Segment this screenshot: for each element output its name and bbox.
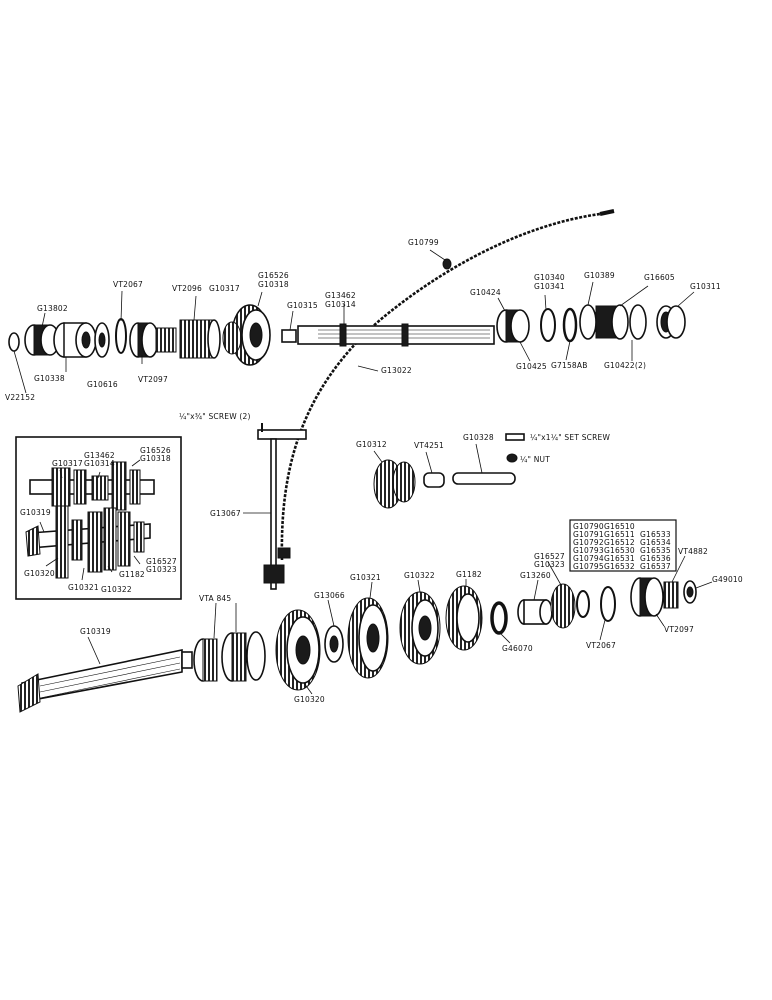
label-g10616: G10616 bbox=[87, 380, 118, 389]
label-g10318: G10318 bbox=[258, 280, 289, 289]
inset-label-g10317: G10317 bbox=[52, 459, 83, 468]
box-part: G16532 bbox=[604, 562, 635, 571]
box-part: G16536 bbox=[640, 554, 671, 563]
label-g16605: G16605 bbox=[644, 273, 675, 282]
box-part: G10795 bbox=[573, 562, 604, 571]
inset-label-g10320: G10320 bbox=[24, 569, 55, 578]
label-g10311: G10311 bbox=[690, 282, 721, 291]
label-g13022: G13022 bbox=[381, 366, 412, 375]
label-g10328: G10328 bbox=[463, 433, 494, 442]
label-g10312: G10312 bbox=[356, 440, 387, 449]
upper-shaft-assembly bbox=[8, 258, 686, 394]
part-number-box bbox=[569, 519, 677, 572]
box-part: G16510 bbox=[604, 522, 635, 531]
label-g13802: G13802 bbox=[37, 304, 68, 313]
label-g1182-main: G1182 bbox=[456, 570, 482, 579]
label-vt2097-low: VT2097 bbox=[664, 625, 694, 634]
box-part: G16533 bbox=[640, 530, 671, 539]
box-part: G16537 bbox=[640, 562, 671, 571]
inset-label-g10323: G10323 bbox=[146, 565, 177, 574]
speedometer-cable-g13022 bbox=[280, 209, 615, 561]
box-part: G10792 bbox=[573, 538, 604, 547]
label-g10317: G10317 bbox=[209, 284, 240, 293]
label-g10314: G10314 bbox=[325, 300, 356, 309]
lower-shaft-assembly bbox=[17, 577, 697, 713]
label-g13066: G13066 bbox=[314, 591, 345, 600]
label-g49010: G49010 bbox=[712, 575, 743, 584]
box-part: G16530 bbox=[604, 546, 635, 555]
box-part: G10793 bbox=[573, 546, 604, 555]
label-vt2067-low: VT2067 bbox=[586, 641, 616, 650]
inset-labels: G13462 G10314 G10317 G16526 G10318 G1031… bbox=[20, 446, 177, 594]
label-g10315: G10315 bbox=[287, 301, 318, 310]
label-vt4251: VT4251 bbox=[414, 441, 444, 450]
box-part: G10794 bbox=[573, 554, 604, 563]
label-vt2097-top: VT2097 bbox=[138, 375, 168, 384]
label-g10321-main: G10321 bbox=[350, 573, 381, 582]
part-labels: V22152 G13802 G10338 VT2067 G10616 VT209… bbox=[5, 238, 743, 704]
label-g10422: G10422(2) bbox=[604, 361, 646, 370]
label-vt4882: VT4882 bbox=[678, 547, 708, 556]
inset-assembled-view bbox=[15, 436, 182, 600]
label-g10341: G10341 bbox=[534, 282, 565, 291]
label-vta845: VTA 845 bbox=[199, 594, 231, 603]
label-g16526: G16526 bbox=[258, 271, 289, 280]
part-number-box-text: G10790 G16510 G10791 G16511 G16533 G1079… bbox=[573, 522, 671, 571]
inset-label-g13462: G13462 bbox=[84, 451, 115, 460]
label-g13260: G13260 bbox=[520, 571, 551, 580]
label-g10340: G10340 bbox=[534, 273, 565, 282]
label-set-screw: ¼"x1¼" SET SCREW bbox=[530, 433, 610, 442]
box-part: G10791 bbox=[573, 530, 604, 539]
counter-gear-group bbox=[373, 433, 525, 509]
label-g16527: G16527 bbox=[534, 552, 565, 561]
label-screw: ¼"x¾" SCREW (2) bbox=[179, 412, 251, 421]
label-vt2096: VT2096 bbox=[172, 284, 202, 293]
box-part: G16511 bbox=[604, 530, 635, 539]
inset-label-g10314: G10314 bbox=[84, 459, 115, 468]
label-nut: ¼" NUT bbox=[520, 455, 550, 464]
inset-label-g10321: G10321 bbox=[68, 583, 99, 592]
label-g10338: G10338 bbox=[34, 374, 65, 383]
inset-label-g16527: G16527 bbox=[146, 557, 177, 566]
bracket-g13067 bbox=[243, 423, 307, 590]
inset-label-g10319: G10319 bbox=[20, 508, 51, 517]
label-vt2067-top: VT2067 bbox=[113, 280, 143, 289]
label-g46070: G46070 bbox=[502, 644, 533, 653]
inset-label-g1182: G1182 bbox=[119, 570, 145, 579]
label-g10799: G10799 bbox=[408, 238, 439, 247]
box-part: G16531 bbox=[604, 554, 635, 563]
label-g10323: G10323 bbox=[534, 560, 565, 569]
label-g10320-main: G10320 bbox=[294, 695, 325, 704]
box-part: G16512 bbox=[604, 538, 635, 547]
label-v22152: V22152 bbox=[5, 393, 35, 402]
label-g7158ab: G7158AB bbox=[551, 361, 588, 370]
box-part: G16534 bbox=[640, 538, 671, 547]
label-g10322-main: G10322 bbox=[404, 571, 435, 580]
label-g10319-main: G10319 bbox=[80, 627, 111, 636]
label-g10425: G10425 bbox=[516, 362, 547, 371]
label-g13067: G13067 bbox=[210, 509, 241, 518]
inset-label-g16526: G16526 bbox=[140, 446, 171, 455]
box-part: G10790 bbox=[573, 522, 604, 531]
label-g13462: G13462 bbox=[325, 291, 356, 300]
box-part: G16535 bbox=[640, 546, 671, 555]
inset-label-g10318: G10318 bbox=[140, 454, 171, 463]
inset-label-g10322: G10322 bbox=[101, 585, 132, 594]
label-g10424: G10424 bbox=[470, 288, 501, 297]
label-g10389: G10389 bbox=[584, 271, 615, 280]
